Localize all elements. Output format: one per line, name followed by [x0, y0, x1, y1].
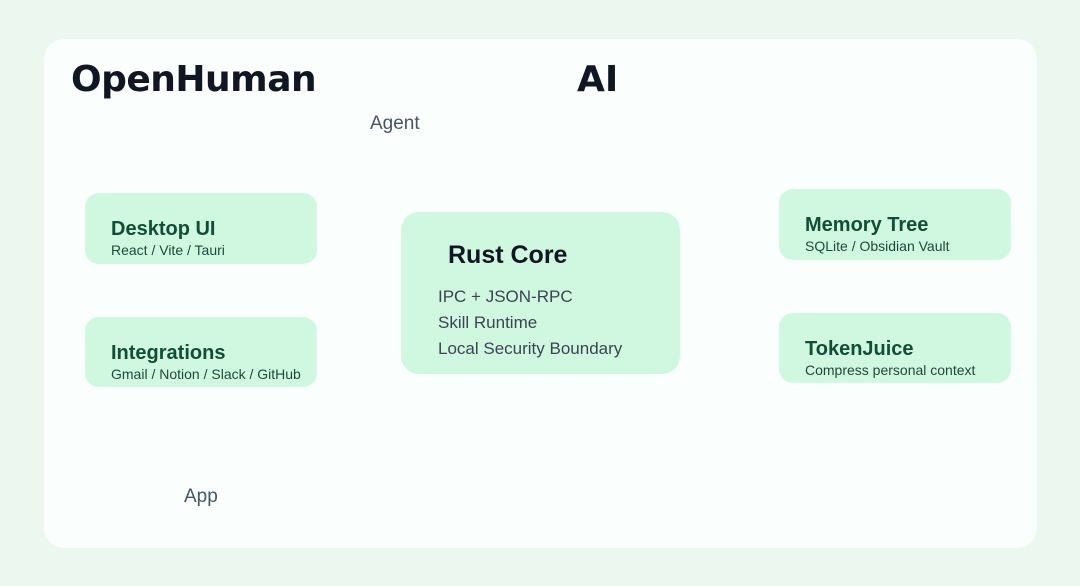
card-rust-core: Rust Core IPC + JSON-RPC Skill Runtime L…: [401, 212, 680, 374]
core-feature-item: Local Security Boundary: [438, 339, 623, 358]
card-memory-tree: Memory Tree SQLite / Obsidian Vault: [779, 189, 1011, 260]
caption-app: App: [184, 486, 218, 507]
card-subtitle: Gmail / Notion / Slack / GitHub: [111, 366, 301, 382]
title-ai: AI: [577, 59, 619, 100]
card-subtitle: Compress personal context: [805, 362, 976, 378]
card-subtitle: React / Vite / Tauri: [111, 242, 225, 258]
card-desktop-ui: Desktop UI React / Vite / Tauri: [85, 193, 317, 264]
core-title: Rust Core: [448, 241, 568, 269]
core-feature-item: IPC + JSON-RPC: [438, 287, 573, 306]
core-feature-list: IPC + JSON-RPC Skill Runtime Local Secur…: [438, 284, 622, 362]
card-title: Desktop UI: [111, 218, 216, 240]
card-title: Memory Tree: [805, 214, 929, 236]
card-tokenjuice: TokenJuice Compress personal context: [779, 313, 1011, 383]
card-title: Integrations: [111, 342, 226, 364]
core-feature-item: Skill Runtime: [438, 313, 538, 332]
card-title: TokenJuice: [805, 338, 914, 360]
caption-agent: Agent: [370, 113, 420, 134]
card-integrations: Integrations Gmail / Notion / Slack / Gi…: [85, 317, 317, 387]
card-subtitle: SQLite / Obsidian Vault: [805, 238, 950, 254]
title-openhuman: OpenHuman: [71, 59, 317, 100]
